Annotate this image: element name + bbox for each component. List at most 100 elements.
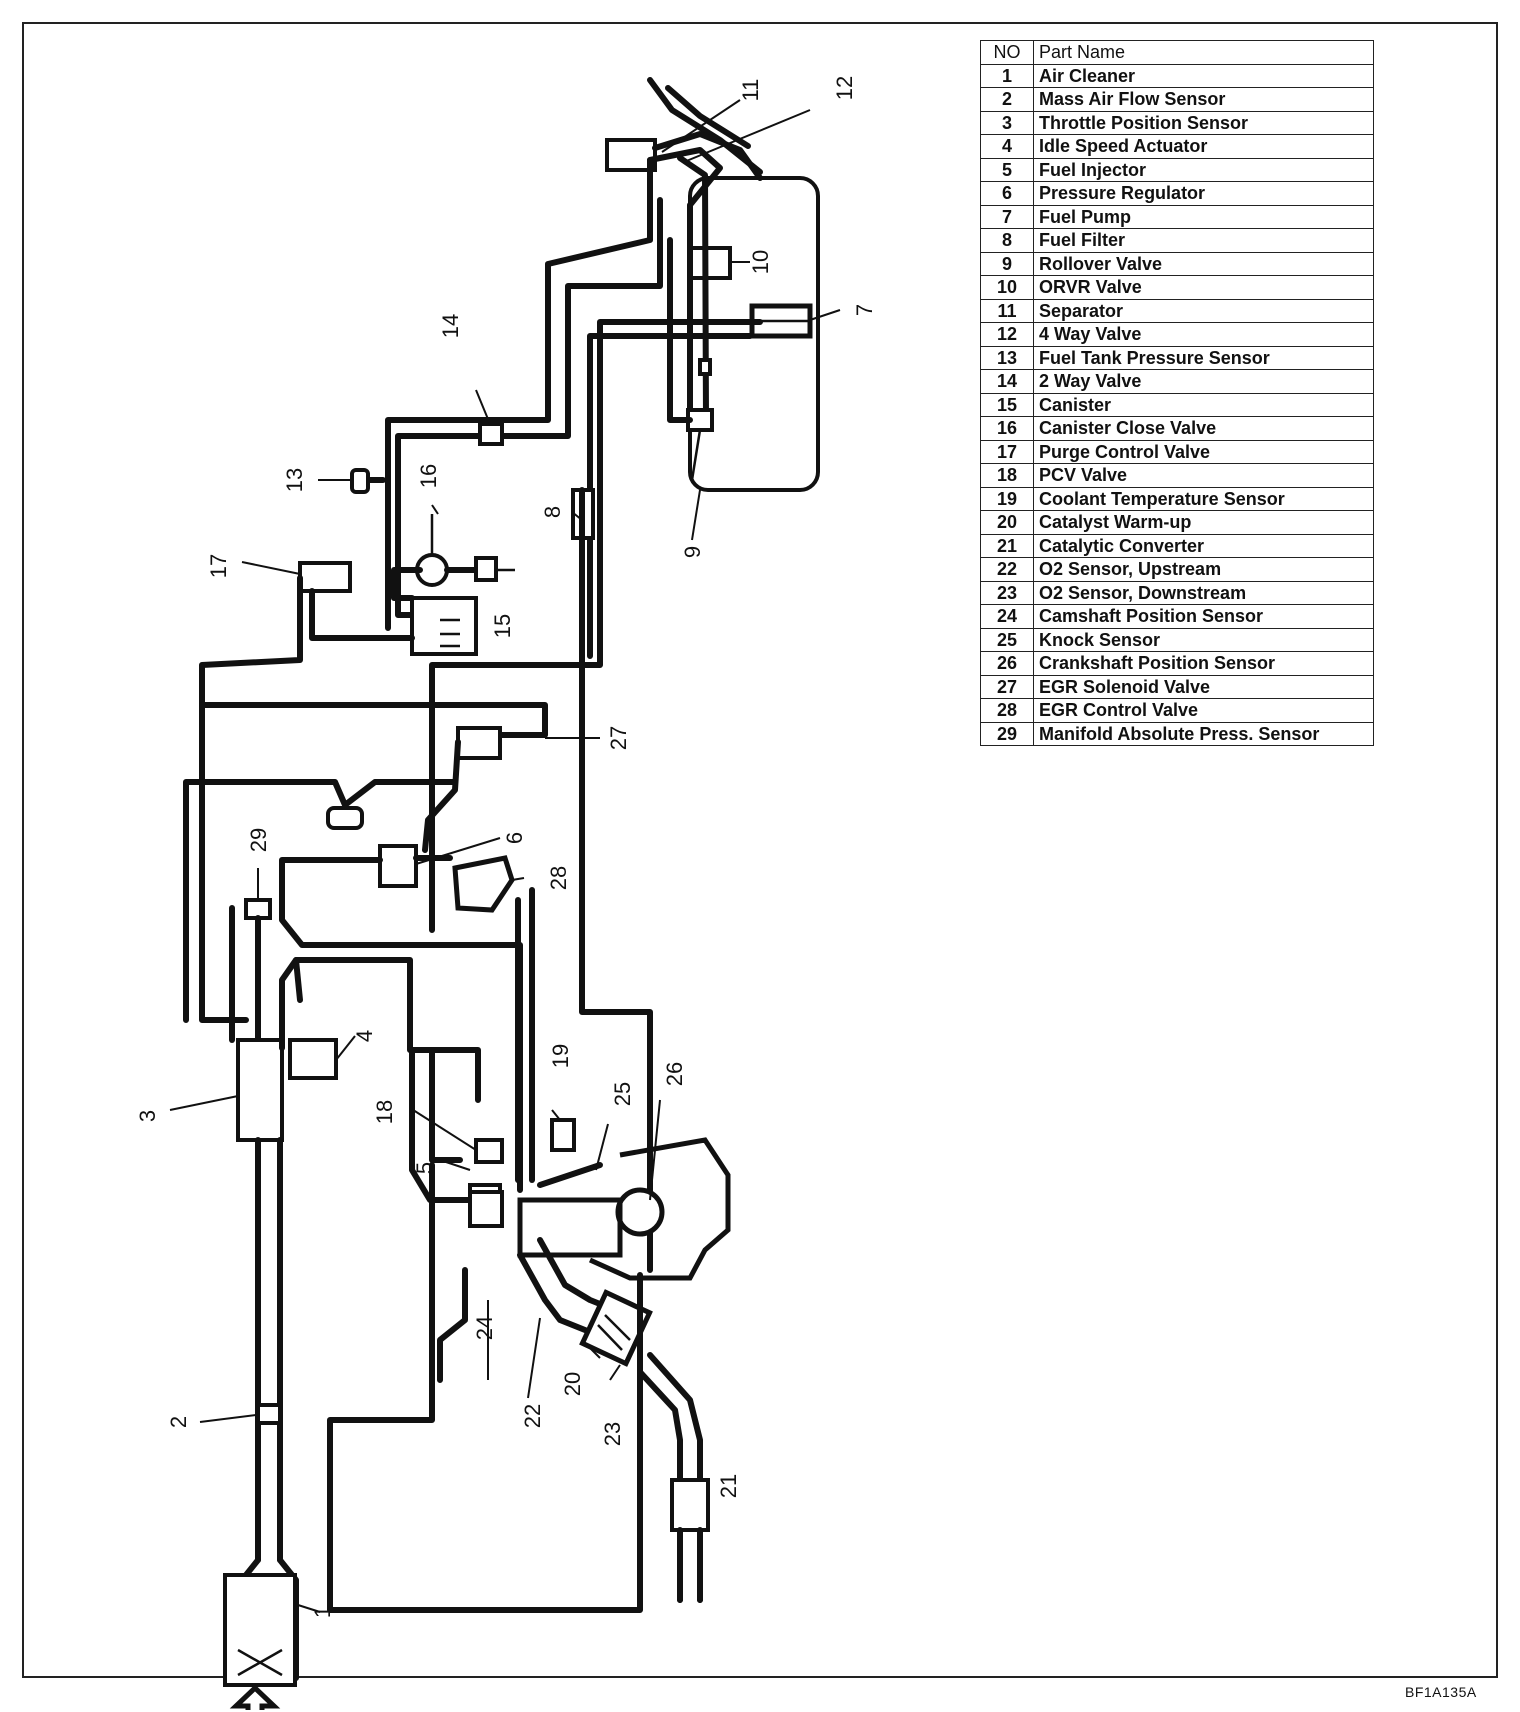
row-no: 17 (980, 439, 1034, 464)
callout-9: 9 (680, 546, 705, 558)
callout-22: 22 (520, 1404, 545, 1428)
callout-23: 23 (600, 1422, 625, 1446)
row-no: 28 (980, 698, 1034, 723)
callout-5: 5 (412, 1162, 437, 1174)
row-no: 8 (980, 228, 1034, 253)
row-no: 2 (980, 87, 1034, 112)
col-header-part-name: Part Name (1033, 40, 1374, 65)
row-no: 3 (980, 110, 1034, 135)
pressure-sensor-body (350, 468, 370, 494)
row-name: ORVR Valve (1033, 275, 1374, 300)
idle-speed-actuator-box (288, 1038, 338, 1080)
row-no: 19 (980, 486, 1034, 511)
row-no: 22 (980, 557, 1034, 582)
row-no: 11 (980, 298, 1034, 323)
row-name: Fuel Injector (1033, 157, 1374, 182)
callout-21: 21 (716, 1474, 741, 1498)
canister-box (410, 596, 478, 656)
callout-17: 17 (206, 554, 231, 578)
callout-27: 27 (606, 726, 631, 750)
callout-29: 29 (246, 828, 271, 852)
row-no: 4 (980, 134, 1034, 159)
callout-11: 11 (738, 79, 763, 102)
row-name: Fuel Filter (1033, 228, 1374, 253)
callout-26: 26 (662, 1062, 687, 1086)
row-name: EGR Solenoid Valve (1033, 674, 1374, 699)
coolant-sensor-box (550, 1118, 576, 1152)
row-name: Rollover Valve (1033, 251, 1374, 276)
row-name: Mass Air Flow Sensor (1033, 87, 1374, 112)
row-no: 13 (980, 345, 1034, 370)
row-no: 9 (980, 251, 1034, 276)
callout-7: 7 (852, 304, 877, 316)
callout-19: 19 (548, 1044, 573, 1068)
row-no: 14 (980, 369, 1034, 394)
callout-16: 16 (416, 464, 441, 488)
row-name: Catalytic Converter (1033, 533, 1374, 558)
row-name: Air Cleaner (1033, 63, 1374, 88)
row-name: Crankshaft Position Sensor (1033, 651, 1374, 676)
row-no: 20 (980, 510, 1034, 535)
row-no: 15 (980, 392, 1034, 417)
callout-1: 1 (310, 1606, 335, 1618)
row-name: Fuel Pump (1033, 204, 1374, 229)
callout-6: 6 (502, 832, 527, 844)
air-cleaner-box (223, 1573, 297, 1687)
inlet-arrow (229, 1684, 281, 1710)
callout-18: 18 (372, 1100, 397, 1124)
row-no: 25 (980, 627, 1034, 652)
row-no: 6 (980, 181, 1034, 206)
vacuum-reservoir (326, 806, 364, 830)
row-no: 23 (980, 580, 1034, 605)
figure-code: BF1A135A (1405, 1684, 1477, 1700)
callout-4: 4 (352, 1030, 377, 1042)
row-no: 24 (980, 604, 1034, 629)
row-name: Knock Sensor (1033, 627, 1374, 652)
row-name: 2 Way Valve (1033, 369, 1374, 394)
row-name: Pressure Regulator (1033, 181, 1374, 206)
row-name: O2 Sensor, Upstream (1033, 557, 1374, 582)
row-no: 27 (980, 674, 1034, 699)
row-name: Throttle Position Sensor (1033, 110, 1374, 135)
row-no: 5 (980, 157, 1034, 182)
callout-25: 25 (610, 1082, 635, 1106)
row-no: 10 (980, 275, 1034, 300)
callout-10: 10 (748, 250, 773, 274)
throttle-body (236, 1038, 284, 1142)
table-header-row: NO Part Name (980, 40, 1374, 65)
row-no: 12 (980, 322, 1034, 347)
callout-24: 24 (472, 1316, 497, 1340)
callout-8: 8 (540, 506, 565, 518)
row-name: O2 Sensor, Downstream (1033, 580, 1374, 605)
row-no: 7 (980, 204, 1034, 229)
col-header-no: NO (980, 40, 1034, 65)
callout-13: 13 (282, 468, 307, 492)
two-way-valve-box (478, 422, 504, 446)
row-no: 18 (980, 463, 1034, 488)
